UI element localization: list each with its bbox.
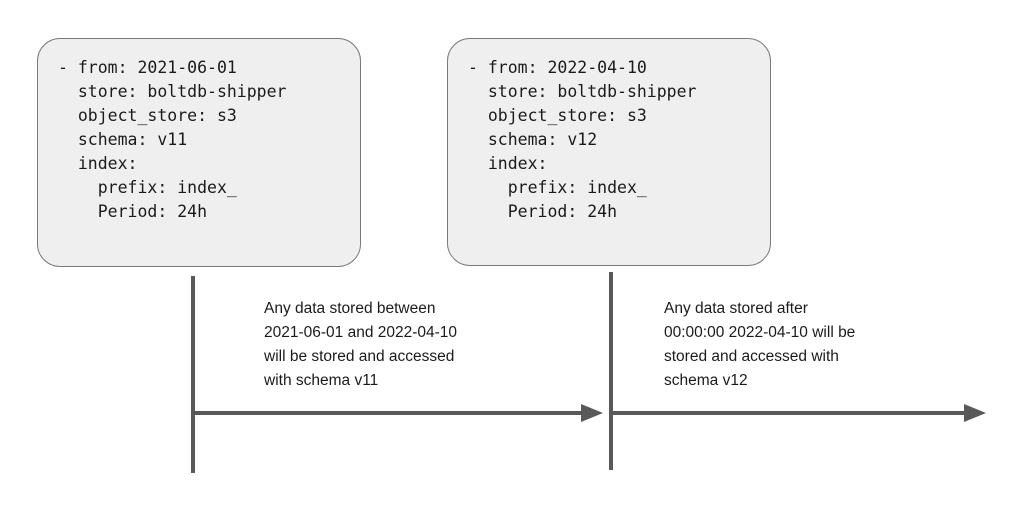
arrow-right-icon — [964, 404, 986, 422]
yaml-config-text-v11: - from: 2021-06-01 store: boltdb-shipper… — [58, 58, 287, 221]
annotation-period-v11: Any data stored between 2021-06-01 and 2… — [264, 300, 458, 389]
config-box-schema-v12: - from: 2022-04-10 store: boltdb-shipper… — [447, 38, 771, 266]
annotation-period-v12: Any data stored after 00:00:00 2022-04-1… — [664, 300, 856, 389]
config-box-schema-v11: - from: 2021-06-01 store: boltdb-shipper… — [37, 38, 361, 267]
yaml-config-text-v12: - from: 2022-04-10 store: boltdb-shipper… — [468, 58, 697, 221]
timeline-segment-v12 — [611, 411, 964, 415]
timeline-marker-line-2022-04-10 — [609, 272, 613, 470]
arrow-right-icon — [581, 404, 603, 422]
timeline-segment-v11 — [192, 411, 581, 415]
timeline-marker-line-2021-06-01 — [191, 276, 195, 473]
